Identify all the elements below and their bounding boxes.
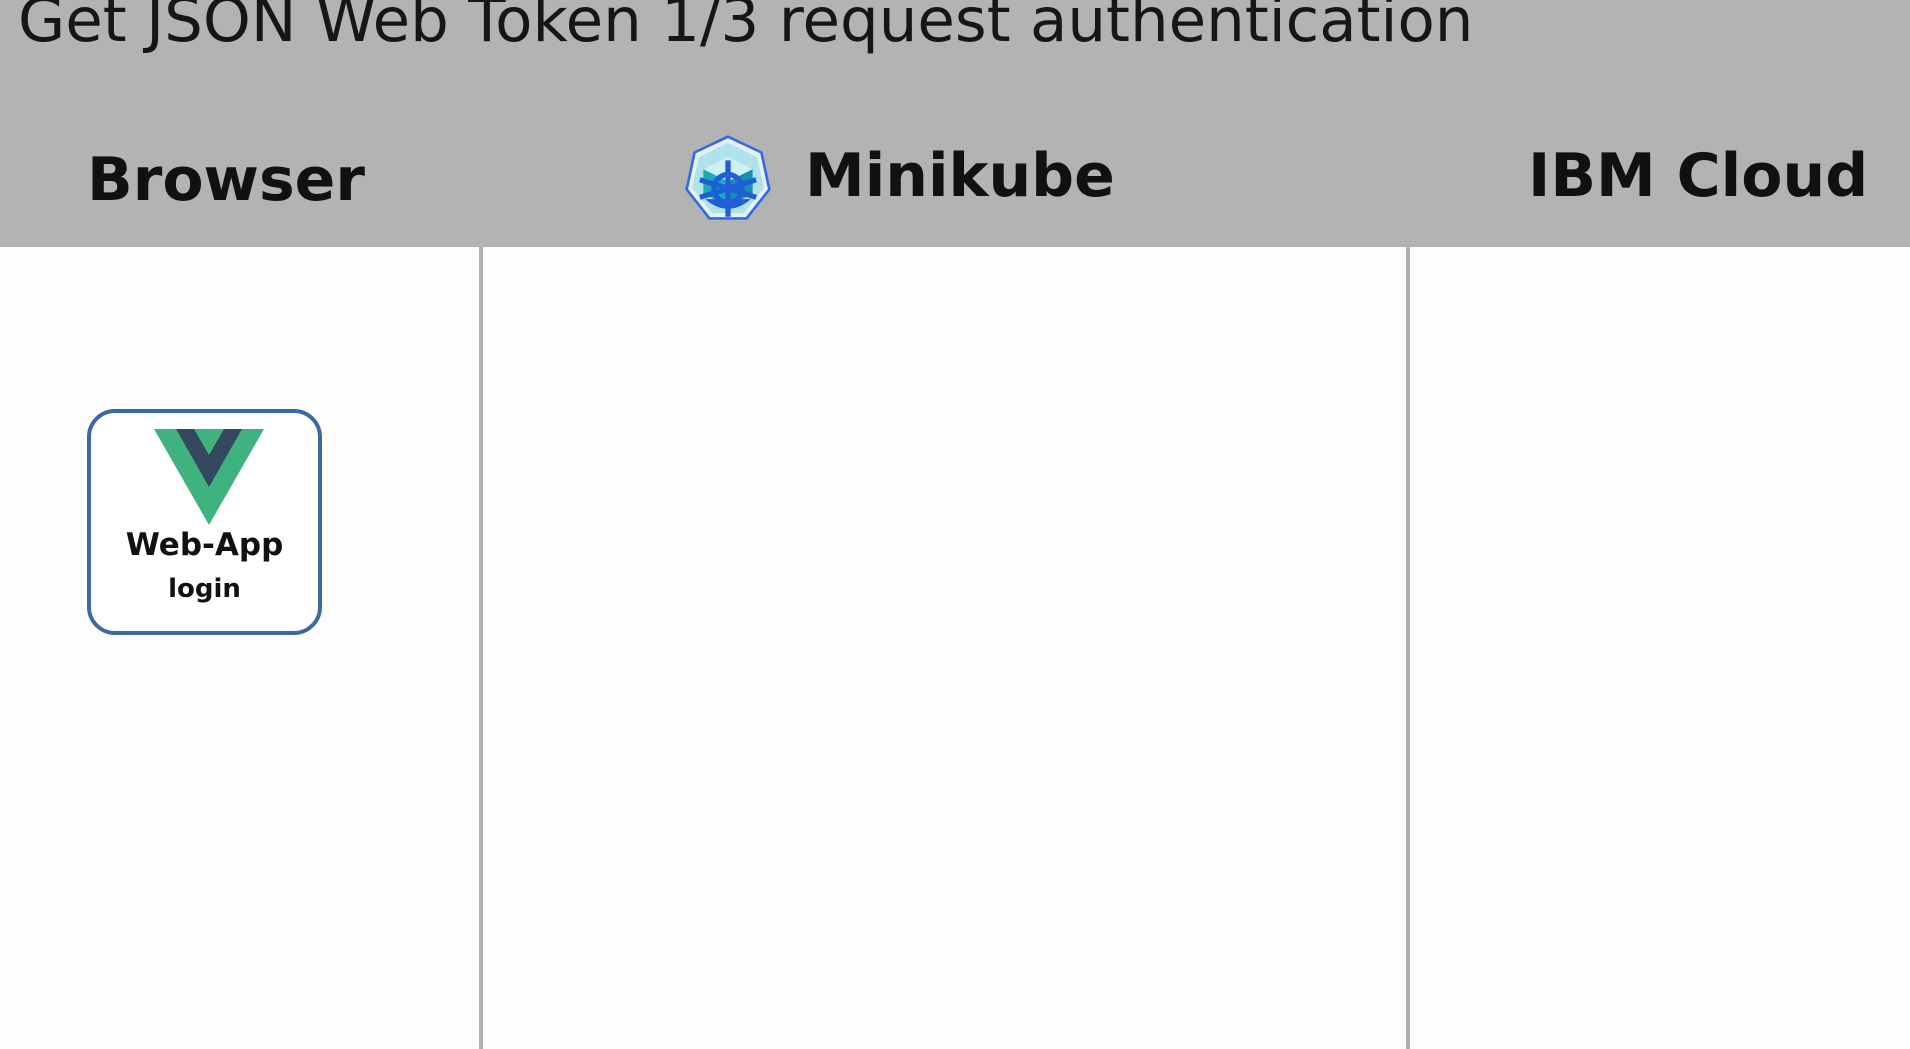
node-subtitle: login bbox=[168, 574, 241, 604]
diagram-title: Get JSON Web Token 1/3 request authentic… bbox=[18, 0, 1474, 56]
diagram-header: Get JSON Web Token 1/3 request authentic… bbox=[0, 0, 1910, 247]
lane-title-ibm-cloud: IBM Cloud bbox=[1528, 141, 1869, 211]
lane-divider-browser-minikube bbox=[479, 247, 483, 1049]
node-title: Web-App bbox=[125, 527, 284, 563]
vue-icon bbox=[154, 429, 264, 525]
lane-title-browser: Browser bbox=[87, 145, 365, 215]
lane-divider-minikube-ibm-cloud bbox=[1406, 247, 1410, 1049]
kubernetes-icon bbox=[685, 135, 771, 220]
web-app-login-node: Web-App login bbox=[87, 409, 322, 635]
lane-title-minikube: Minikube bbox=[805, 141, 1115, 211]
